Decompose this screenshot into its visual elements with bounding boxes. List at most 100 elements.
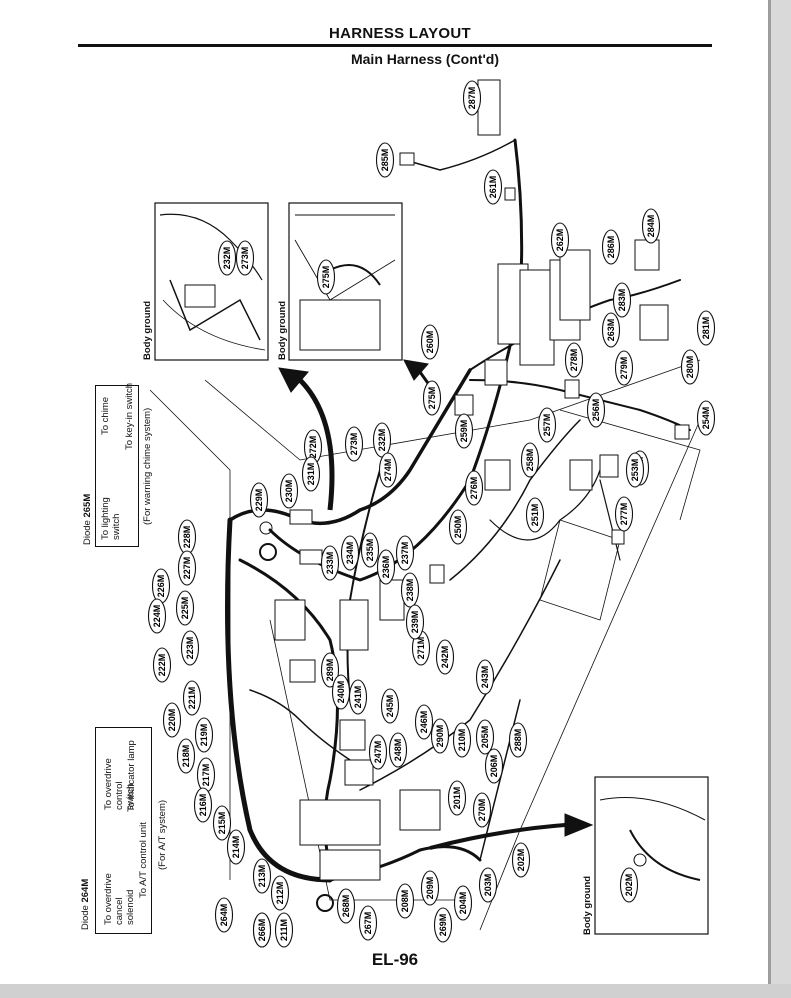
connector-id: 230M — [284, 480, 294, 503]
connector-label-285m: 285M — [375, 142, 395, 178]
connector-label-219m: 219M — [194, 717, 214, 753]
connector-id: 264M — [219, 904, 229, 927]
connector-id: 254M — [701, 407, 711, 430]
connector-id: 268M — [341, 895, 351, 918]
connector-label-234m: 234M — [340, 535, 360, 571]
connector-id: 214M — [231, 836, 241, 859]
connector-label-226m: 226M — [151, 568, 171, 604]
connector-id: 215M — [217, 812, 227, 835]
title-rule — [78, 44, 712, 47]
connector-id: 266M — [257, 919, 267, 942]
connector-label-227m: 227M — [177, 550, 197, 586]
connector-label-205m: 205M — [475, 719, 495, 755]
connector-id: 260M — [425, 331, 435, 354]
connector-id: 232M — [222, 247, 232, 270]
connector-id: 211M — [279, 919, 289, 941]
callout-arrows — [278, 359, 594, 850]
connector-label-202m: 202M — [511, 842, 531, 878]
connector-id: 279M — [619, 357, 629, 380]
connector-label-288m: 288M — [508, 722, 528, 758]
diode-chime-to-keyin: To key-in switch — [124, 382, 135, 450]
connector-id: 276M — [469, 477, 479, 500]
connector-id: 202M — [516, 849, 526, 872]
connector-label-286m: 286M — [601, 229, 621, 265]
connector-id: 218M — [181, 745, 191, 768]
connector-label-213m: 213M — [252, 858, 272, 894]
connector-label-269m: 269M — [433, 907, 453, 943]
connector-id: 271M — [416, 637, 426, 660]
connector-label-223m: 223M — [180, 630, 200, 666]
connector-id: 287M — [467, 87, 477, 110]
connector-id: 284M — [646, 215, 656, 238]
connector-label-215m: 215M — [212, 805, 232, 841]
connector-label-251m: 251M — [525, 497, 545, 533]
connector-id: 219M — [199, 724, 209, 747]
diode-chime-box — [95, 385, 139, 547]
connector-label-212m: 212M — [270, 875, 290, 911]
diode-chime-note-text: (For warning chime system) — [142, 407, 153, 525]
connector-label-204m: 204M — [453, 885, 473, 921]
connector-id: 246M — [419, 711, 429, 734]
page-title: HARNESS LAYOUT — [329, 25, 471, 42]
connector-id: 250M — [453, 516, 463, 539]
connector-id: 234M — [345, 542, 355, 565]
connector-label-201m: 201M — [447, 780, 467, 816]
connector-id: 267M — [363, 912, 373, 935]
diode-chime-labels: To lighting switch — [100, 497, 122, 540]
connector-label-281m: 281M — [696, 310, 716, 346]
connector-id: 238M — [405, 579, 415, 602]
connector-id: 262M — [555, 229, 565, 252]
connector-label-231m: 231M — [301, 456, 321, 492]
diode-chime-to-lighting: To lighting — [100, 497, 111, 540]
connector-label-283m: 283M — [612, 282, 632, 318]
connector-id: 285M — [380, 149, 390, 172]
connector-label-222m: 222M — [152, 647, 172, 683]
connector-id: 231M — [306, 463, 316, 486]
connector-id: 213M — [257, 865, 267, 888]
viewer-frame-edge — [768, 0, 771, 998]
connector-label-274m: 274M — [378, 452, 398, 488]
connector-label-262m: 262M — [550, 222, 570, 258]
connector-label-232m: 232M — [217, 240, 237, 276]
diode-265m-title: Diode 265M — [82, 493, 93, 545]
connector-label-224m: 224M — [147, 598, 167, 634]
connector-label-264m: 264M — [214, 897, 234, 933]
connector-id: 270M — [477, 799, 487, 822]
viewer-frame-bottom — [0, 984, 791, 998]
connector-label-210m: 210M — [452, 722, 472, 758]
connector-label-273m: 273M — [344, 426, 364, 462]
connector-id: 289M — [325, 659, 335, 682]
diode-chime-note: (For warning chime system) — [142, 408, 153, 525]
connector-id: 242M — [440, 646, 450, 669]
connector-id: 223M — [185, 637, 195, 660]
inset-bottom — [594, 776, 709, 935]
connector-id: 204M — [458, 892, 468, 915]
connector-label-261m: 261M — [483, 169, 503, 205]
connector-id: 251M — [530, 504, 540, 527]
connector-label-275m: 275M — [422, 380, 442, 416]
diode-chime-switch: switch — [111, 513, 122, 540]
connector-id: 272M — [308, 436, 318, 459]
connector-id: 263M — [606, 319, 616, 342]
connector-label-253m: 253M — [625, 452, 645, 488]
connector-id: 257M — [542, 414, 552, 437]
connector-label-273m: 273M — [235, 240, 255, 276]
connector-label-218m: 218M — [176, 738, 196, 774]
connector-label-238m: 238M — [400, 572, 420, 608]
inset-bottom-caption: Body ground — [582, 875, 593, 935]
connector-label-248m: 248M — [388, 732, 408, 768]
connector-id: 273M — [240, 247, 250, 270]
viewer-frame-right — [768, 0, 791, 998]
connector-id: 202M — [624, 874, 634, 897]
connector-id: 203M — [483, 874, 493, 897]
grommets — [259, 521, 334, 912]
connector-label-230m: 230M — [279, 473, 299, 509]
connector-id: 280M — [685, 356, 695, 379]
connector-id: 278M — [569, 349, 579, 372]
connector-label-254m: 254M — [696, 400, 716, 436]
connector-label-203m: 203M — [478, 867, 498, 903]
connector-id: 228M — [182, 526, 192, 549]
connector-label-259m: 259M — [454, 413, 474, 449]
connector-label-229m: 229M — [249, 482, 269, 518]
connector-label-287m: 287M — [462, 80, 482, 116]
